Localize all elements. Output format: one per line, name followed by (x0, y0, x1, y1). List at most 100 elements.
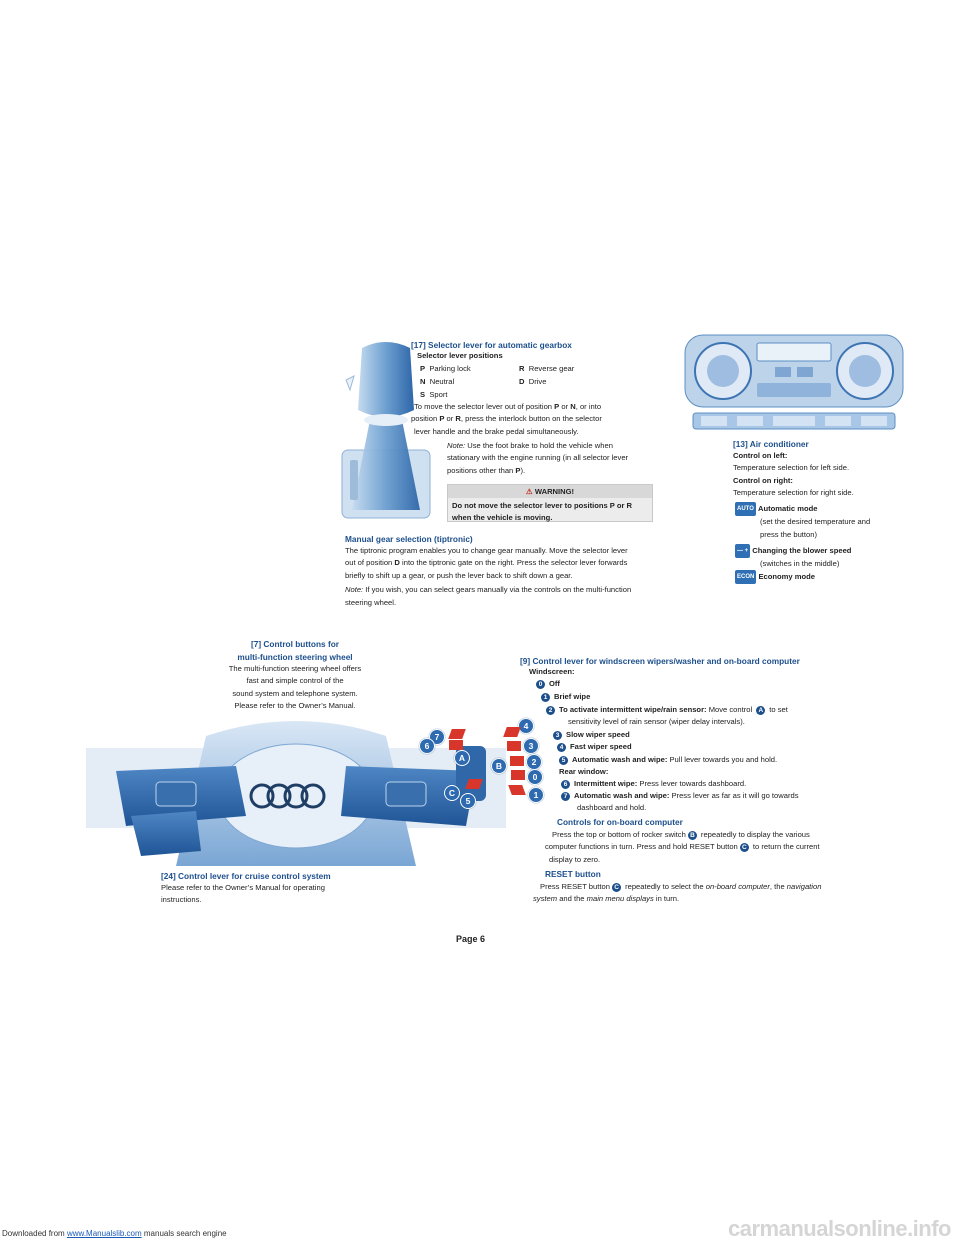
item-number: 6 (561, 779, 570, 789)
text: or (446, 414, 454, 424)
position-row-r: R Reverse gear (519, 363, 574, 375)
warning-body: Do not move the selector lever to positi… (448, 498, 652, 528)
text: Temperature selection for left side. (733, 463, 850, 473)
text: to set (769, 705, 788, 714)
text: main menu displays (586, 894, 654, 904)
windscreen-label: Windscreen: (529, 667, 575, 676)
selector-positions-heading: Selector lever positions (417, 351, 503, 360)
steering-wheel-image (86, 716, 506, 866)
text: in turn. (655, 894, 680, 904)
text: Automatic wash and wipe: (574, 791, 670, 800)
position-label: Parking lock (429, 364, 471, 373)
text: dashboard and hold. (577, 803, 647, 813)
wiper-item-1: 1 Brief wipe (541, 691, 590, 703)
manualslib-link[interactable]: www.Manualslib.com (66, 1229, 142, 1238)
text: Press lever as far as it will go towards (671, 791, 799, 800)
mfsw-title-line2: multi-function steering wheel (237, 652, 353, 662)
text: stationary with the engine running (in a… (447, 453, 629, 463)
selector-title: [17] Selector lever for automatic gearbo… (411, 340, 572, 350)
text: display to zero. (549, 854, 601, 864)
text: The tiptronic program enables you to cha… (345, 546, 628, 555)
text: , the (769, 882, 785, 891)
note-label: Note: (345, 585, 364, 595)
text: Do not move the selector lever to positi… (452, 501, 633, 510)
text: , press the interlock button on the sele… (460, 414, 602, 424)
warning-box: ⚠ WARNING! Do not move the selector leve… (447, 484, 653, 522)
text: Slow wiper speed (566, 730, 630, 739)
text: Brief wipe (554, 692, 591, 701)
position-key: S (420, 390, 426, 399)
text: Control on left: (733, 451, 788, 460)
text: and the (559, 894, 585, 904)
text: The multi-function steering wheel offers (228, 664, 362, 673)
text: Press the top or bottom of rocker switch (552, 830, 686, 839)
red-arrow-icon (511, 770, 525, 780)
position-label: Neutral (429, 377, 455, 386)
text: repeatedly to select the (625, 882, 704, 891)
obc-title: Controls for on-board computer (557, 817, 683, 827)
text: R (455, 414, 461, 424)
position-key: D (519, 377, 525, 386)
blower-speed-icon: — + (735, 544, 751, 559)
item-number: 3 (553, 730, 562, 740)
rocker-b-badge: B (687, 830, 697, 840)
text: lever handle and the brake pedal simulta… (414, 426, 579, 436)
page-number: Page 6 (456, 934, 486, 944)
aircon-title: [13] Air conditioner (733, 439, 809, 449)
item-number: 5 (559, 755, 568, 765)
reset-c-badge: C (739, 842, 749, 852)
text: Automatic wash and wipe: (572, 755, 668, 764)
text: out of position (345, 558, 393, 568)
manual-gear-text: The tiptronic program enables you to cha… (345, 545, 675, 609)
mfsw-title-line1: [7] Control buttons for (250, 639, 340, 649)
aircon-controls: Control on left: Temperature selection f… (733, 450, 933, 500)
warning-header: ⚠ WARNING! (448, 485, 652, 498)
text: Economy mode (758, 572, 816, 582)
cruise-title: [24] Control lever for cruise control sy… (161, 871, 331, 881)
item-number: 0 (536, 679, 545, 689)
text: To move the selector lever out of positi… (414, 402, 553, 411)
text: P (554, 402, 560, 411)
badge-3: 3 (523, 738, 539, 754)
position-key: P (420, 364, 426, 373)
text: Use the foot brake to hold the vehicle w… (467, 441, 613, 450)
text: ). (520, 465, 526, 475)
aircon-blower: — + Changing the blower speed (switches … (735, 544, 935, 571)
item-number: 1 (541, 692, 550, 702)
position-row-p: P Parking lock (420, 363, 471, 375)
badge-2: 2 (526, 754, 542, 770)
warning-triangle-icon: ⚠ (525, 487, 533, 496)
text: repeatedly to display the various (700, 830, 810, 839)
aircon-econ: ECON Economy mode (735, 570, 935, 585)
text: sound system and telephone system. (232, 688, 358, 698)
obc-text: Press the top or bottom of rocker switch… (545, 829, 882, 866)
text: Fast wiper speed (570, 742, 632, 751)
reset-title: RESET button (545, 869, 601, 879)
position-row-s: S Sport (420, 389, 447, 401)
rear-window-label: Rear window: (559, 767, 609, 776)
badge-a: A (454, 750, 470, 766)
text: Off (549, 679, 560, 688)
position-key: N (420, 377, 426, 386)
text: Please refer to the Owner’s Manual for o… (161, 883, 325, 892)
wiper-title: [9] Control lever for windscreen wipers/… (520, 656, 800, 666)
red-arrow-icon (503, 727, 521, 737)
position-key: R (519, 364, 525, 373)
mfsw-text: [7] Control buttons for multi-function s… (200, 639, 390, 713)
red-arrow-icon (508, 785, 526, 795)
text: fast and simple control of the (246, 676, 344, 686)
position-row-n: N Neutral (420, 376, 454, 388)
text: position (411, 414, 438, 424)
badge-1: 1 (528, 787, 544, 803)
item-number: 4 (557, 742, 566, 752)
red-arrow-icon (449, 740, 463, 750)
text: P (439, 414, 445, 424)
warning-title: WARNING! (534, 487, 575, 496)
red-arrow-icon (510, 756, 524, 766)
text: when the vehicle is moving. (452, 513, 553, 522)
